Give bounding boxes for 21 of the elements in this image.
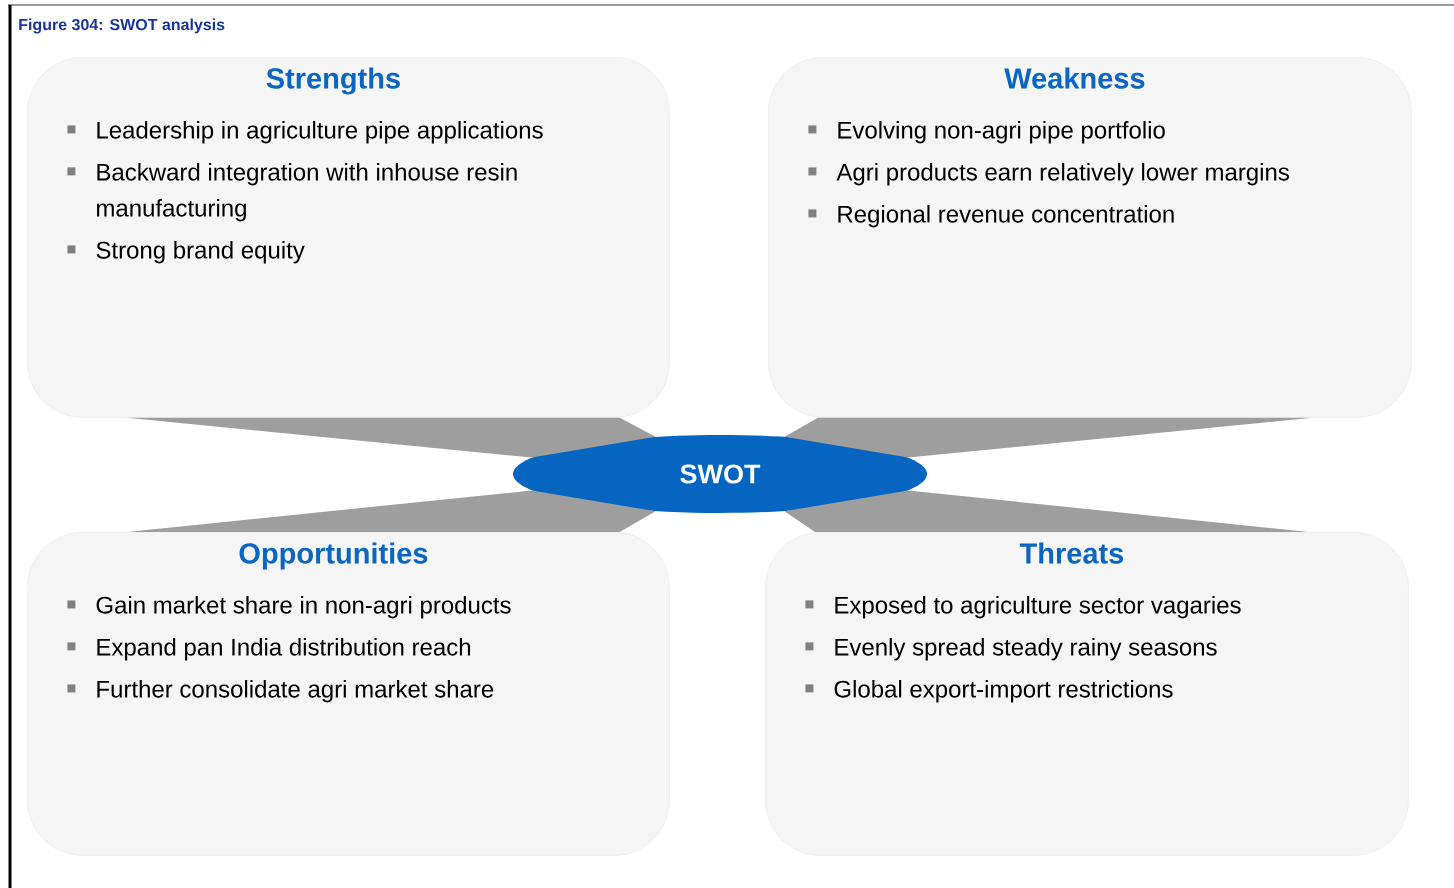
quadrant-box xyxy=(27,57,670,418)
figure-title: Figure 304: SWOT analysis xyxy=(19,18,225,34)
quadrant-heading: Strengths xyxy=(266,67,400,95)
quadrant-box xyxy=(27,532,670,856)
bullet-item: Global export-import restrictions xyxy=(805,680,1173,703)
bullet-item: Evolving non-agri pipe portfolio xyxy=(808,121,1165,144)
bullet-item: Expand pan India distribution reach xyxy=(67,638,471,661)
quadrant-heading: Opportunities xyxy=(239,542,428,570)
bullet-item: Strong brand equity xyxy=(67,241,305,264)
bullet-item: Agri products earn relatively lower margins xyxy=(808,163,1289,186)
bullet-item: Gain market share in non-agri products xyxy=(67,596,511,619)
quadrant-box xyxy=(765,532,1409,856)
bullet-item: Regional revenue concentration xyxy=(808,205,1174,228)
bullet-item: Backward integration with inhouse resin manufacturing xyxy=(67,163,517,222)
quadrant-heading: Threats xyxy=(1019,542,1124,564)
bullet-item: Evenly spread steady rainy seasons xyxy=(805,638,1217,661)
quadrant-heading: Weakness xyxy=(1004,67,1145,89)
bullet-item: Exposed to agriculture sector vagaries xyxy=(805,596,1241,619)
bullet-item: Further consolidate agri market share xyxy=(67,680,494,703)
bullet-item: Leadership in agriculture pipe applications xyxy=(67,121,543,144)
quadrant-box xyxy=(768,57,1412,418)
